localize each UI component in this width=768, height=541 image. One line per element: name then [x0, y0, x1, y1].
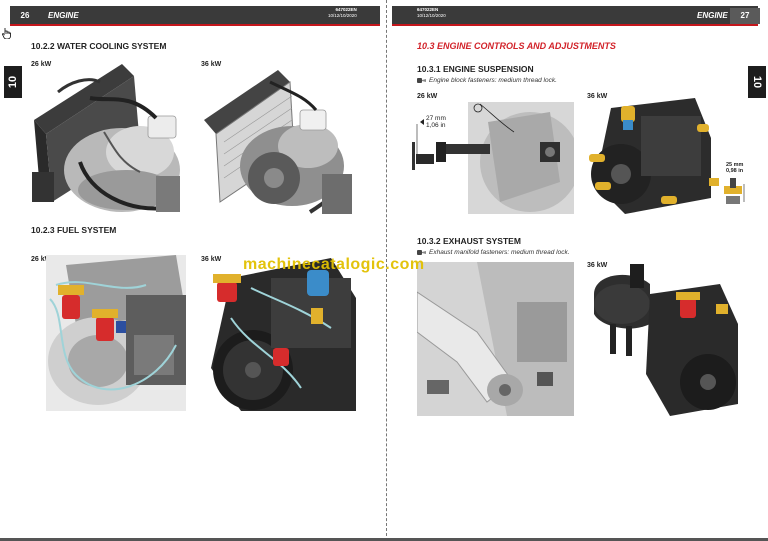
left-page-number: 26	[20, 11, 30, 20]
dim-26kw-in: 1,06 in	[426, 122, 446, 129]
fuel-label-36kw: 36 kW	[201, 256, 222, 263]
engine-controls-title: 10.3 ENGINE CONTROLS AND ADJUSTMENTS	[417, 41, 616, 51]
fuel-figure-26kw	[46, 255, 186, 411]
suspension-note-text: Engine block fasteners: medium thread lo…	[429, 77, 557, 84]
hand-cursor-icon	[2, 28, 11, 39]
right-doc-code: 647022EN	[417, 7, 439, 12]
left-header-rule	[10, 24, 380, 26]
suspension-figure-26kw	[410, 102, 574, 214]
left-header-title: ENGINE	[48, 11, 79, 20]
right-header-rule	[392, 24, 758, 26]
right-doc-date: 10/12/10/2020	[417, 13, 446, 18]
left-chapter-tab: 10	[4, 66, 22, 98]
dim-36kw-in: 0,98 in	[726, 168, 744, 174]
suspension-dim-26kw: 27 mm 1,06 in	[426, 115, 446, 129]
suspension-detail-36kw	[722, 178, 748, 212]
fuel-label-26kw: 26 kW	[31, 256, 52, 263]
dim-26kw-mm: 27 mm	[426, 115, 446, 122]
left-doc-ref: 647022EN 10/12/10/2020	[328, 7, 357, 19]
exhaust-section-title: 10.3.2 EXHAUST SYSTEM	[417, 236, 521, 246]
exhaust-figure-26kw	[417, 262, 574, 416]
suspension-label-26kw: 26 kW	[417, 93, 438, 100]
left-doc-date: 10/12/10/2020	[328, 13, 357, 18]
suspension-figure-36kw	[585, 98, 723, 214]
right-chapter-tab: 10	[748, 66, 766, 98]
exhaust-label-36kw: 36 kW	[587, 262, 608, 269]
cooling-label-26kw: 26 kW	[31, 61, 52, 68]
suspension-section-title: 10.3.1 ENGINE SUSPENSION	[417, 64, 534, 74]
cooling-label-36kw: 36 kW	[201, 61, 222, 68]
right-page-number: 27	[730, 8, 760, 24]
exhaust-note: Exhaust manifold fasteners: medium threa…	[417, 249, 570, 256]
page-spine	[386, 0, 387, 541]
dim-36kw-mm: 25 mm	[726, 162, 744, 168]
cooling-section-title: 10.2.2 WATER COOLING SYSTEM	[31, 41, 167, 51]
right-header-title: ENGINE	[697, 11, 728, 20]
suspension-note: Engine block fasteners: medium thread lo…	[417, 77, 557, 84]
right-doc-ref: 647022EN 10/12/10/2020	[417, 7, 446, 19]
right-header-bar	[392, 6, 758, 24]
thread-lock-icon	[417, 78, 426, 83]
suspension-label-36kw: 36 kW	[587, 93, 608, 100]
exhaust-note-text: Exhaust manifold fasteners: medium threa…	[429, 249, 570, 256]
fuel-figure-36kw	[211, 258, 356, 411]
cooling-figure-36kw	[200, 62, 356, 217]
watermark: machinecatalogic.com	[243, 256, 425, 273]
bottom-strip	[0, 538, 768, 541]
fuel-section-title: 10.2.3 FUEL SYSTEM	[31, 225, 117, 235]
thread-lock-icon	[417, 250, 426, 255]
left-doc-code: 647022EN	[335, 7, 357, 12]
cooling-figure-26kw	[30, 62, 188, 217]
suspension-dim-36kw: 25 mm 0,98 in	[726, 162, 743, 174]
left-header-bar	[10, 6, 380, 24]
exhaust-figure-36kw	[590, 264, 740, 416]
